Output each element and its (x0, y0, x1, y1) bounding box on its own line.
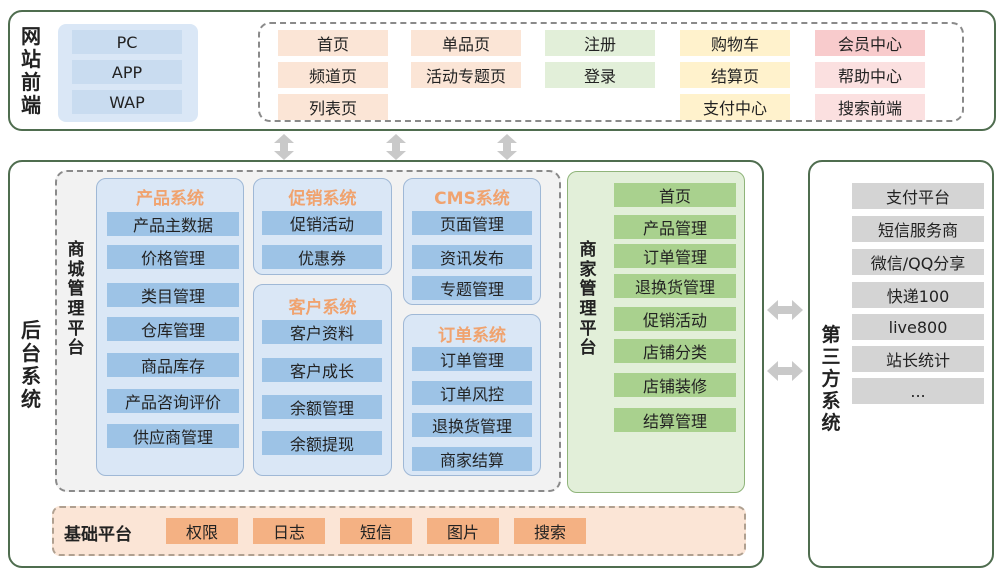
page-checkout: 结算页 (680, 62, 790, 88)
merchant-item: 促销活动 (614, 307, 736, 331)
promo-system-title: 促销系统 (288, 189, 357, 209)
page-cart: 购物车 (680, 30, 790, 56)
order-item: 商家结算 (412, 447, 532, 471)
promo-item: 优惠券 (262, 245, 382, 269)
merchant-platform-title: 商家管理平台 (575, 220, 601, 380)
cms-item: 资讯发布 (412, 245, 532, 269)
page-member: 会员中心 (815, 30, 925, 56)
order-item: 订单管理 (412, 347, 532, 371)
device-pc: PC (72, 30, 182, 54)
customer-item: 余额提现 (262, 431, 382, 455)
merchant-item: 首页 (614, 183, 736, 207)
product-item: 产品咨询评价 (107, 389, 239, 413)
base-item: 权限 (166, 518, 238, 544)
product-item: 供应商管理 (107, 424, 239, 448)
merchant-item: 订单管理 (614, 244, 736, 268)
vertical-arrow-2 (386, 134, 406, 160)
third-party-item: 站长统计 (852, 346, 984, 372)
page-help: 帮助中心 (815, 62, 925, 88)
merchant-item: 店铺装修 (614, 373, 736, 397)
mall-platform-title-text: 商城管理平台 (67, 240, 85, 359)
customer-system-title: 客户系统 (288, 298, 357, 318)
vertical-arrow-3 (497, 134, 517, 160)
page-channel: 频道页 (278, 62, 388, 88)
page-search: 搜索前端 (815, 94, 925, 120)
cms-item: 专题管理 (412, 276, 532, 300)
third-party-item: 快递100 (852, 282, 984, 308)
order-system-title: 订单系统 (438, 326, 506, 346)
customer-item: 客户资料 (262, 320, 382, 344)
page-list: 列表页 (278, 94, 388, 120)
cms-system-title: CMS系统 (434, 189, 510, 209)
order-item: 订单风控 (412, 381, 532, 405)
frontend-title-text: 网站前端 (21, 24, 41, 117)
backend-title-text: 后台系统 (21, 318, 41, 411)
frontend-pages-group (258, 22, 964, 122)
third-party-title: 第三方系统 (817, 300, 845, 460)
base-item: 图片 (427, 518, 499, 544)
third-party-item: 微信/QQ分享 (852, 249, 984, 275)
cms-item: 页面管理 (412, 211, 532, 235)
promo-item: 促销活动 (262, 211, 382, 235)
order-item: 退换货管理 (412, 413, 532, 437)
third-party-item: 短信服务商 (852, 216, 984, 242)
merchant-platform-title-text: 商家管理平台 (579, 240, 597, 359)
mall-platform-title: 商城管理平台 (63, 225, 89, 375)
merchant-item: 产品管理 (614, 215, 736, 239)
page-campaign: 活动专题页 (411, 62, 521, 88)
page-home: 首页 (278, 30, 388, 56)
third-party-item: live800 (852, 314, 984, 340)
page-product: 单品页 (411, 30, 521, 56)
backend-title: 后台系统 (14, 170, 48, 560)
third-party-item: 支付平台 (852, 183, 984, 209)
page-payment: 支付中心 (680, 94, 790, 120)
third-party-item: ... (852, 378, 984, 404)
page-register: 注册 (545, 30, 655, 56)
customer-item: 客户成长 (262, 358, 382, 382)
customer-item: 余额管理 (262, 395, 382, 419)
frontend-title: 网站前端 (14, 16, 48, 126)
third-party-title-text: 第三方系统 (821, 324, 841, 434)
product-item: 商品库存 (107, 353, 239, 377)
base-item: 日志 (253, 518, 325, 544)
vertical-arrow-1 (274, 134, 294, 160)
horizontal-arrow-1 (767, 300, 803, 320)
product-system-title: 产品系统 (136, 189, 204, 209)
base-item: 短信 (340, 518, 412, 544)
product-item: 类目管理 (107, 283, 239, 307)
horizontal-arrow-2 (767, 361, 803, 381)
base-platform-title: 基础平台 (64, 525, 132, 545)
merchant-item: 店铺分类 (614, 339, 736, 363)
device-app: APP (72, 60, 182, 84)
page-login: 登录 (545, 62, 655, 88)
base-item: 搜索 (514, 518, 586, 544)
merchant-item: 退换货管理 (614, 274, 736, 298)
product-item: 产品主数据 (107, 212, 239, 236)
merchant-item: 结算管理 (614, 408, 736, 432)
device-wap: WAP (72, 90, 182, 114)
product-item: 价格管理 (107, 245, 239, 269)
product-item: 仓库管理 (107, 317, 239, 341)
